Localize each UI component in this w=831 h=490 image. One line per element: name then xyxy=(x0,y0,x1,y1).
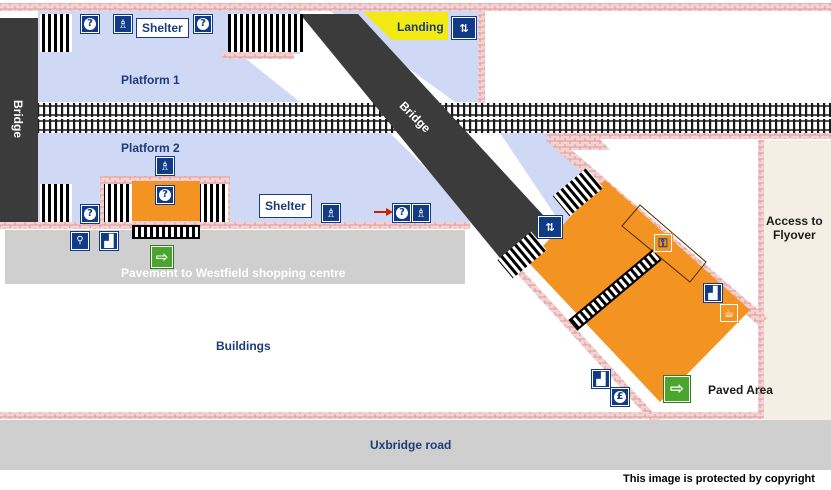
landing xyxy=(363,12,448,40)
seat-icon: ♗ xyxy=(411,203,431,223)
stairs-p1-mid xyxy=(228,14,303,52)
diagonal-bridge xyxy=(300,14,555,258)
cycle-rack-icon: ⚲ xyxy=(70,231,90,251)
ticket-office-icon: ⚿ xyxy=(653,233,673,253)
uxbridge-road-label: Uxbridge road xyxy=(370,438,452,452)
pavement-label: Pavement to Westfield shopping centre xyxy=(121,266,346,280)
cafe-icon: ☕ xyxy=(719,303,739,323)
access-flyover-label: Access to Flyover xyxy=(766,214,823,242)
platform-2-wall xyxy=(545,133,831,150)
lift-icon: ⇅ xyxy=(451,16,477,40)
cash-machine-icon: £ xyxy=(610,387,630,407)
platform-1-edge xyxy=(478,11,485,103)
access-flyover-area xyxy=(764,140,831,420)
stairs-bridge-east xyxy=(552,167,604,217)
ticket-barriers xyxy=(568,249,662,331)
help-point-icon: ? xyxy=(155,185,175,205)
seat-icon: ♗ xyxy=(113,14,133,34)
copyright-notice: This image is protected by copyright xyxy=(623,473,815,485)
ticket-machine-icon: ▟ xyxy=(703,283,723,303)
exit-icon: ⇨ xyxy=(663,375,691,403)
stairs-booth-right xyxy=(200,184,228,222)
paved-area-label: Paved Area xyxy=(708,383,773,397)
road-wall xyxy=(0,412,831,419)
platform-1-label: Platform 1 xyxy=(121,73,180,87)
lift-icon: ⇅ xyxy=(537,215,563,239)
top-wall xyxy=(0,3,831,11)
stairs-booth-left xyxy=(104,184,132,222)
ticket-hall-concourse xyxy=(528,180,750,402)
landing-label: Landing xyxy=(397,20,444,34)
help-point-icon: ? xyxy=(392,203,412,223)
landing-wall xyxy=(222,52,294,59)
seat-icon: ♗ xyxy=(321,203,341,223)
booth-barriers-stripes xyxy=(134,227,198,237)
shelter-top: Shelter xyxy=(136,18,189,38)
buildings-label: Buildings xyxy=(216,339,271,353)
left-bridge xyxy=(0,18,38,222)
help-point-icon: ? xyxy=(193,14,213,34)
ticket-office-outline xyxy=(621,204,707,283)
stairs-p1-left xyxy=(40,14,72,52)
exit-icon: ⇨ xyxy=(150,245,174,269)
seat-icon: ♗ xyxy=(155,156,175,176)
stairs-bridge-west xyxy=(497,231,547,279)
ticket-machine-icon: ▟ xyxy=(591,369,611,389)
platform-2-label: Platform 2 xyxy=(121,141,180,155)
shelter-bottom: Shelter xyxy=(259,194,312,218)
ticket-machine-icon: ▟ xyxy=(99,231,119,251)
left-bridge-label: Bridge xyxy=(11,99,25,138)
help-point-icon: ? xyxy=(80,14,100,34)
uxbridge-road xyxy=(0,420,831,470)
access-flyover-wall xyxy=(758,140,764,415)
pointer-arrow xyxy=(374,208,393,216)
platform-2-wall-bottom xyxy=(0,222,470,229)
help-point-icon: ? xyxy=(80,204,100,224)
stairs-p2-left xyxy=(40,184,72,222)
